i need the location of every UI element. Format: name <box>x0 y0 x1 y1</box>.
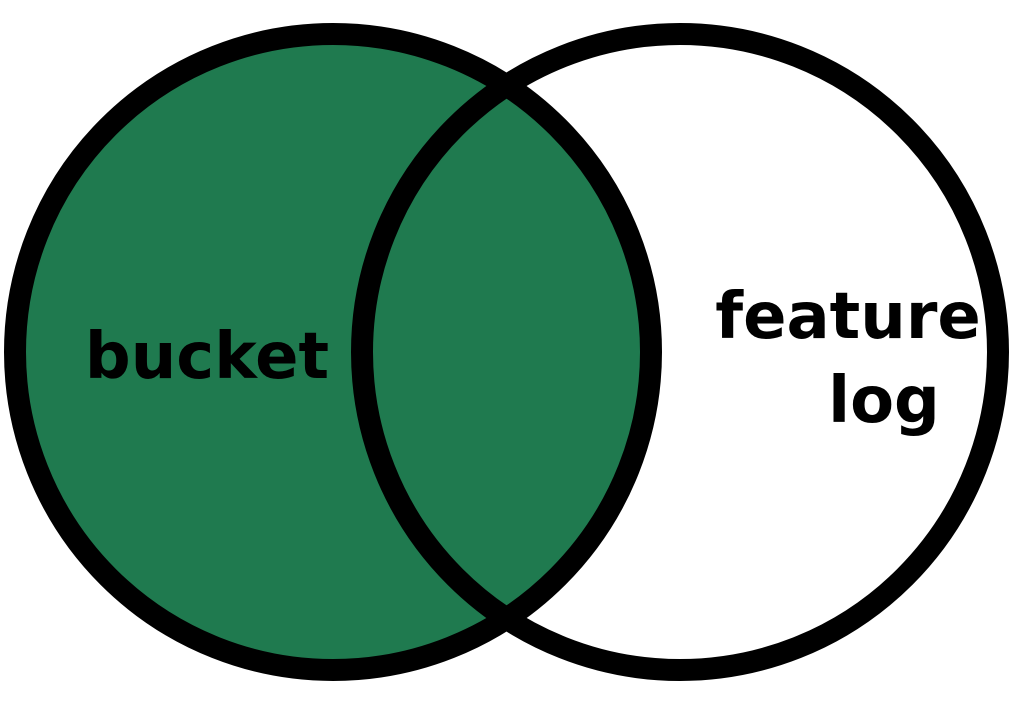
set-b-label-line-1: feature <box>715 280 981 354</box>
set-b-outline <box>351 23 1009 681</box>
set-a-fill <box>15 34 651 670</box>
set-a-label: bucket <box>85 320 329 394</box>
set-a-outline <box>4 23 662 681</box>
set-b-label-line-2: log <box>828 364 940 438</box>
